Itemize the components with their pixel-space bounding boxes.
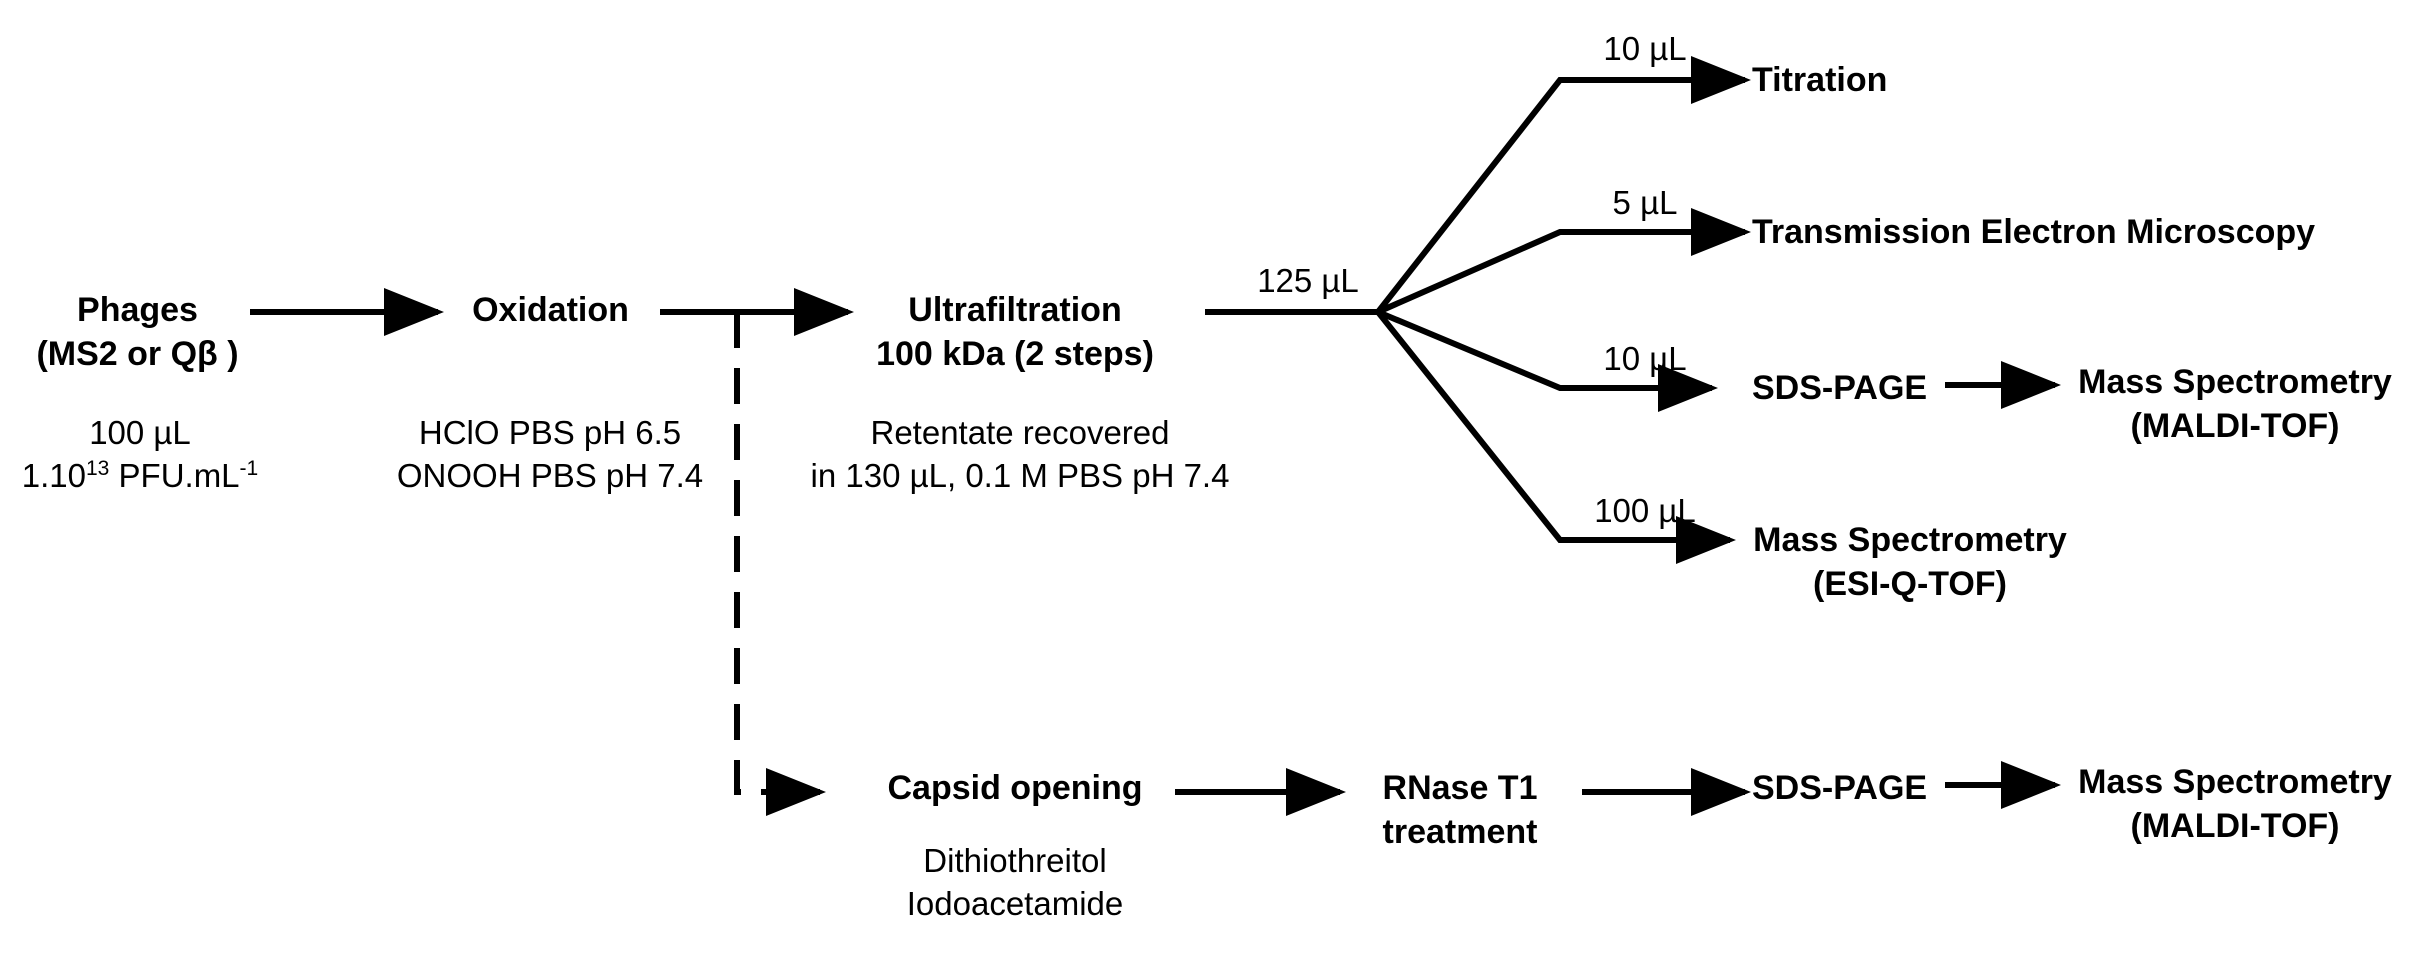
ultrafiltration-buffer: in 130 µL, 0.1 M PBS pH 7.4 xyxy=(810,456,1230,494)
phages-title: Phages (MS2 or Qβ ) xyxy=(10,288,265,376)
phages-details: 100 µL 1.1013 PFU.mL-1 xyxy=(0,412,280,498)
dashed-branch-to-capsid-opening xyxy=(734,312,826,816)
target-ms-maldi-lower-line1: Mass Spectrometry xyxy=(2078,763,2392,801)
target-ms-maldi-lower: Mass Spectrometry (MALDI-TOF) xyxy=(2055,760,2415,848)
capsid-reagent-iaa: Iodoacetamide xyxy=(906,884,1124,922)
branch-tem xyxy=(1376,208,1751,315)
ultrafiltration-title-line2: 100 kDa (2 steps) xyxy=(876,335,1154,374)
rnase-line2: treatment xyxy=(1382,813,1538,852)
target-ms-esi-line1: Mass Spectrometry xyxy=(1753,521,2067,559)
branch-volume-tem: 5 µL xyxy=(1612,184,1678,221)
oxidation-reagent-onooh: ONOOH PBS pH 7.4 xyxy=(396,456,704,494)
phages-conc-unit-exponent: -1 xyxy=(239,456,259,480)
branch-sds-page xyxy=(1376,309,1718,412)
phages-volume: 100 µL xyxy=(89,414,191,451)
split-input-volume: 125 µL xyxy=(1257,262,1359,299)
capsid-opening-title: Capsid opening xyxy=(887,769,1143,807)
target-sds-page-upper: SDS-PAGE xyxy=(1752,369,1928,407)
rnase-t1-treatment: RNase T1 treatment xyxy=(1345,766,1575,854)
oxidation-title: Oxidation xyxy=(472,291,629,329)
target-ms-esi-line2: (ESI-Q-TOF) xyxy=(1813,565,2007,604)
ultrafiltration-retentate: Retentate recovered xyxy=(870,414,1170,451)
target-ms-maldi-upper-line2: (MALDI-TOF) xyxy=(2130,407,2340,446)
ultrafiltration-details: Retentate recovered in 130 µL, 0.1 M PBS… xyxy=(790,412,1250,498)
branch-titration xyxy=(1375,56,1751,314)
target-ms-maldi-upper: Mass Spectrometry (MALDI-TOF) xyxy=(2055,360,2415,448)
rnase-line1: RNase T1 xyxy=(1382,769,1538,807)
target-ms-esi: Mass Spectrometry (ESI-Q-TOF) xyxy=(1740,518,2080,606)
target-ms-maldi-lower-line2: (MALDI-TOF) xyxy=(2130,807,2340,846)
branch-ms-esi xyxy=(1375,310,1736,564)
branch-volume-sds: 10 µL xyxy=(1603,340,1687,377)
ultrafiltration-title-line1: Ultrafiltration xyxy=(908,291,1122,329)
phages-conc-exponent: 13 xyxy=(86,456,110,480)
phages-conc-unit: PFU.mL xyxy=(109,456,240,494)
target-sds-page-lower: SDS-PAGE xyxy=(1752,769,1928,807)
capsid-reagent-dtt: Dithiothreitol xyxy=(923,842,1107,879)
phages-concentration: 1.1013 PFU.mL-1 xyxy=(0,455,280,498)
target-titration: Titration xyxy=(1752,61,1888,99)
branch-volume-ms-esi: 100 µL xyxy=(1594,492,1696,529)
target-ms-maldi-upper-line1: Mass Spectrometry xyxy=(2078,363,2392,401)
phages-conc-base: 1.10 xyxy=(21,456,86,494)
oxidation-reagent-hclo: HClO PBS pH 6.5 xyxy=(418,414,682,451)
phages-title-line2: (MS2 or Qβ ) xyxy=(36,335,239,374)
branch-volume-titration: 10 µL xyxy=(1603,30,1687,67)
oxidation-details: HClO PBS pH 6.5 ONOOH PBS pH 7.4 xyxy=(375,412,725,498)
phages-title-line1: Phages xyxy=(77,291,198,329)
ultrafiltration-title: Ultrafiltration 100 kDa (2 steps) xyxy=(850,288,1180,376)
capsid-opening-details: Dithiothreitol Iodoacetamide xyxy=(860,840,1170,926)
target-tem: Transmission Electron Microscopy xyxy=(1752,213,2316,251)
